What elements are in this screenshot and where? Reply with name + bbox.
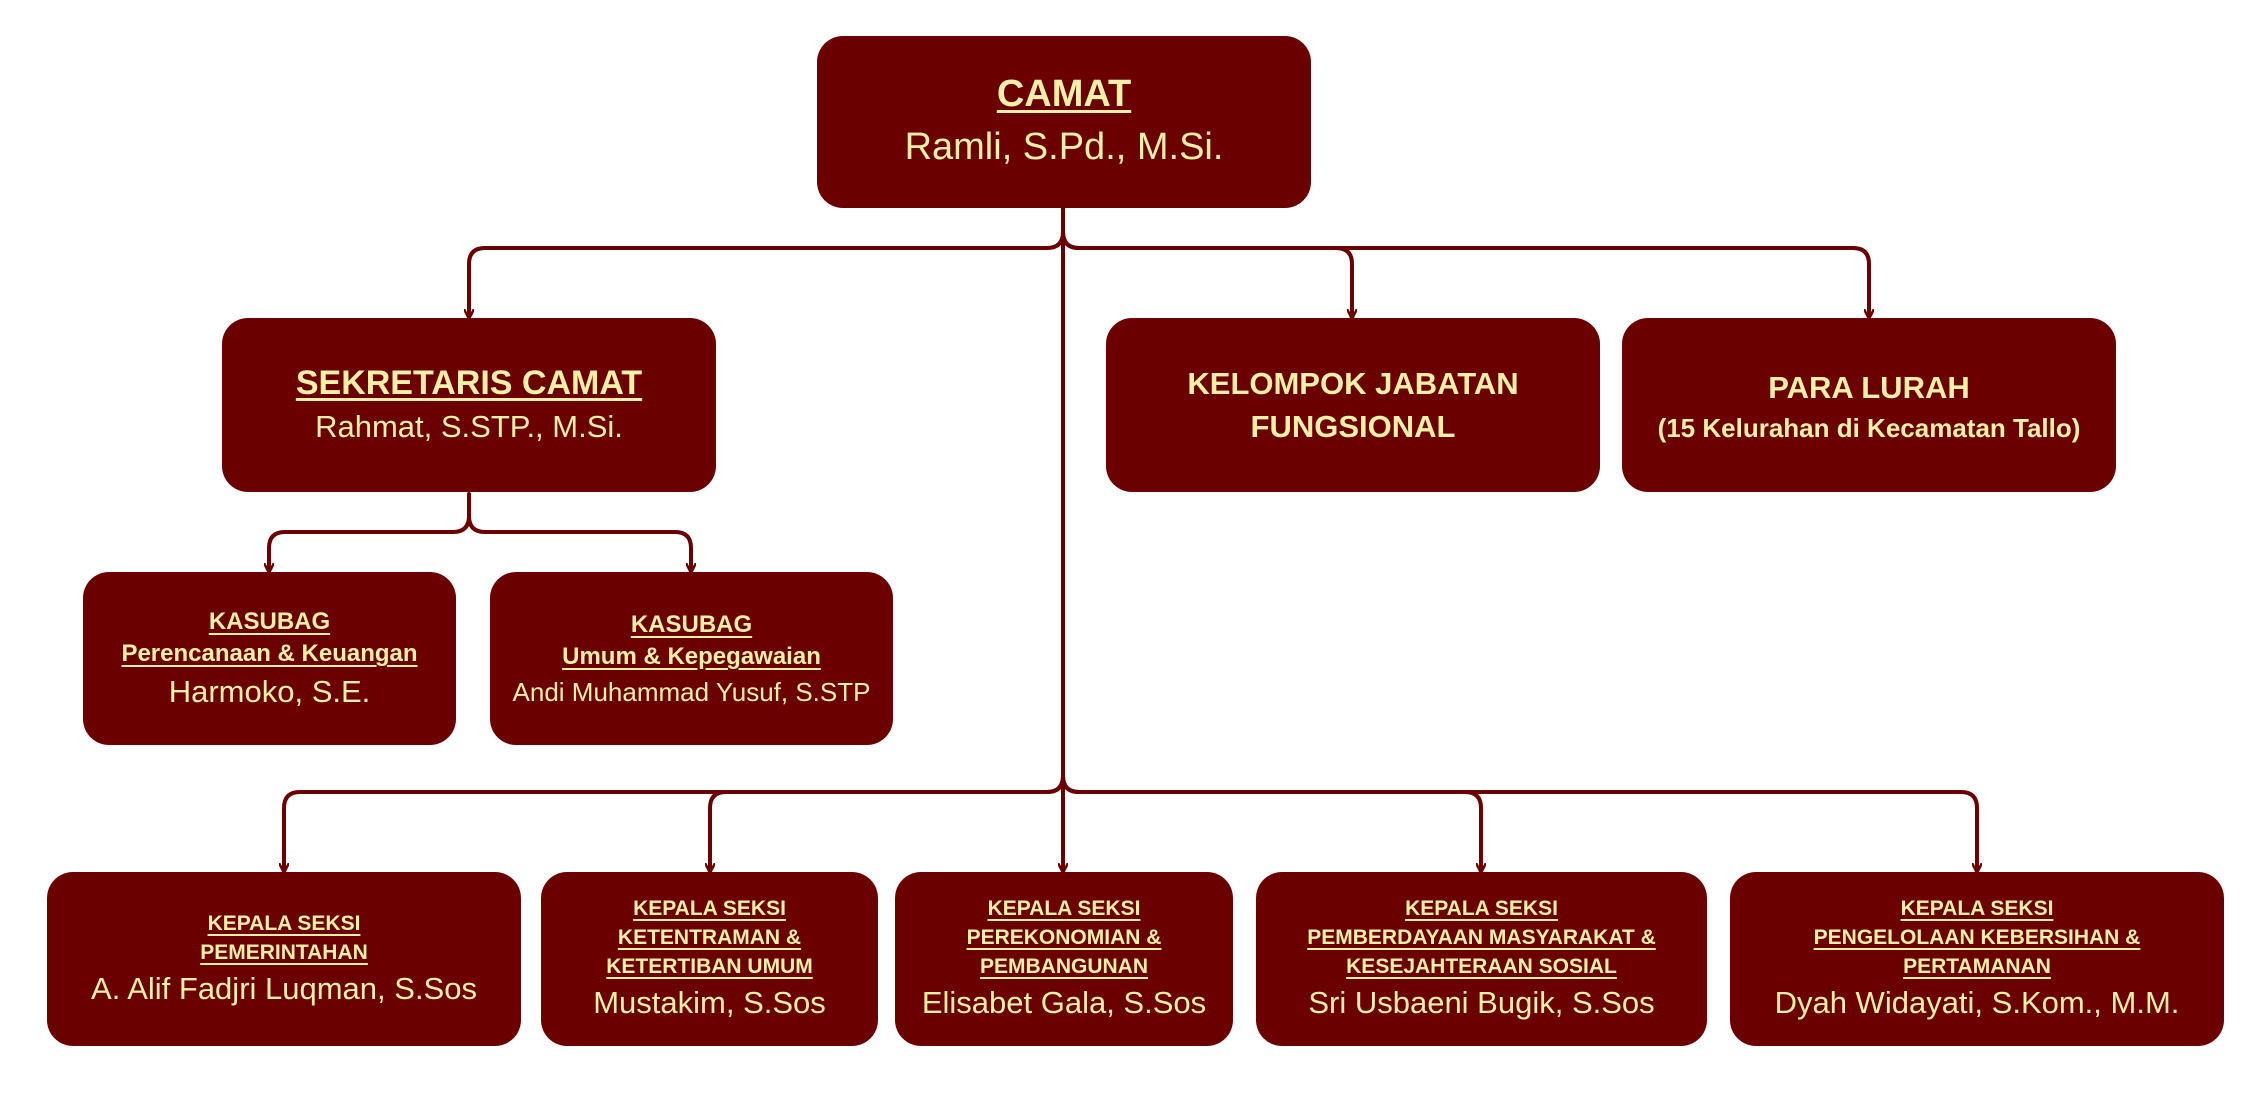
camat-title: CAMAT bbox=[996, 73, 1132, 116]
kasubag-umum-title-line1: KASUBAG bbox=[630, 610, 753, 638]
kasubag-perencanaan-box: KASUBAG Perencanaan & Keuangan Harmoko, … bbox=[83, 572, 456, 745]
connector-to-seksi-pemberdayaan bbox=[1061, 774, 1481, 868]
seksi-perekonomian-title-line2: PEREKONOMIAN & bbox=[966, 926, 1162, 950]
kasubag-umum-name: Andi Muhammad Yusuf, S.STP bbox=[512, 676, 871, 707]
seksi-ketentraman-title-line3: KETERTIBAN UMUM bbox=[606, 955, 813, 979]
kasubag-perencanaan-title-line1: KASUBAG bbox=[208, 607, 331, 635]
seksi-pemerintahan-title-line2: PEMERINTAHAN bbox=[200, 940, 368, 964]
seksi-kebersihan-name: Dyah Widayati, S.Kom., M.M. bbox=[1774, 985, 2180, 1021]
seksi-pemberdayaan-name: Sri Usbaeni Bugik, S.Sos bbox=[1308, 985, 1655, 1021]
seksi-pemberdayaan-title-line3: KESEJAHTERAAN SOSIAL bbox=[1346, 955, 1617, 979]
seksi-ketentraman-title-line2: KETENTRAMAN & bbox=[617, 926, 802, 950]
seksi-kebersihan-title-line1: KEPALA SEKSI bbox=[1900, 897, 2054, 921]
seksi-ketentraman-title-line1: KEPALA SEKSI bbox=[633, 897, 786, 921]
connector-to-kasubag-umum bbox=[467, 514, 691, 568]
connector-to-fungsional bbox=[1061, 230, 1352, 314]
connector-to-lurah bbox=[1061, 230, 1869, 314]
connector-to-seksi-ketentraman bbox=[710, 774, 1065, 868]
kasubag-umum-title-line2: Umum & Kepegawaian bbox=[562, 643, 821, 671]
lurah-subtitle: (15 Kelurahan di Kecamatan Tallo) bbox=[1657, 413, 2081, 444]
seksi-kebersihan-box: KEPALA SEKSI PENGELOLAAN KEBERSIHAN & PE… bbox=[1730, 872, 2224, 1046]
seksi-perekonomian-box: KEPALA SEKSI PEREKONOMIAN & PEMBANGUNAN … bbox=[895, 872, 1233, 1046]
seksi-pemerintahan-title-line1: KEPALA SEKSI bbox=[207, 911, 361, 935]
seksi-perekonomian-title-line1: KEPALA SEKSI bbox=[987, 897, 1141, 921]
sekretaris-camat-title: SEKRETARIS CAMAT bbox=[295, 364, 643, 403]
sekretaris-camat-box: SEKRETARIS CAMAT Rahmat, S.STP., M.Si. bbox=[222, 318, 716, 492]
kelompok-jabatan-fungsional-box: KELOMPOK JABATAN FUNGSIONAL bbox=[1106, 318, 1600, 492]
camat-box: CAMAT Ramli, S.Pd., M.Si. bbox=[817, 36, 1311, 208]
connector-to-kasubag-perencanaan bbox=[269, 514, 471, 568]
connector-to-seksi-pemerintahan bbox=[284, 774, 1065, 868]
seksi-pemerintahan-name: A. Alif Fadjri Luqman, S.Sos bbox=[91, 970, 477, 1006]
kasubag-umum-box: KASUBAG Umum & Kepegawaian Andi Muhammad… bbox=[490, 572, 893, 745]
seksi-pemberdayaan-title-line1: KEPALA SEKSI bbox=[1405, 897, 1558, 921]
connector-to-sekretaris bbox=[469, 230, 1065, 314]
seksi-perekonomian-title-line3: PEMBANGUNAN bbox=[980, 955, 1148, 979]
seksi-pemberdayaan-title-line2: PEMBERDAYAAN MASYARAKAT & bbox=[1307, 926, 1656, 950]
fungsional-title-line2: FUNGSIONAL bbox=[1250, 409, 1456, 444]
sekretaris-camat-name: Rahmat, S.STP., M.Si. bbox=[315, 409, 623, 445]
fungsional-title-line1: KELOMPOK JABATAN bbox=[1187, 365, 1519, 401]
seksi-pemberdayaan-box: KEPALA SEKSI PEMBERDAYAAN MASYARAKAT & K… bbox=[1256, 872, 1707, 1046]
seksi-pemerintahan-box: KEPALA SEKSI PEMERINTAHAN A. Alif Fadjri… bbox=[47, 872, 521, 1046]
seksi-ketentraman-box: KEPALA SEKSI KETENTRAMAN & KETERTIBAN UM… bbox=[541, 872, 878, 1046]
camat-name: Ramli, S.Pd., M.Si. bbox=[904, 126, 1224, 169]
lurah-title: PARA LURAH bbox=[1768, 369, 1970, 405]
para-lurah-box: PARA LURAH (15 Kelurahan di Kecamatan Ta… bbox=[1622, 318, 2116, 492]
seksi-kebersihan-title-line2: PENGELOLAAN KEBERSIHAN & PERTAMANAN bbox=[1813, 926, 2141, 979]
seksi-ketentraman-name: Mustakim, S.Sos bbox=[593, 985, 826, 1021]
kasubag-perencanaan-name: Harmoko, S.E. bbox=[168, 673, 371, 709]
connector-to-seksi-kebersihan bbox=[1061, 774, 1977, 868]
seksi-perekonomian-name: Elisabet Gala, S.Sos bbox=[921, 985, 1207, 1021]
kasubag-perencanaan-title-line2: Perencanaan & Keuangan bbox=[121, 640, 418, 668]
